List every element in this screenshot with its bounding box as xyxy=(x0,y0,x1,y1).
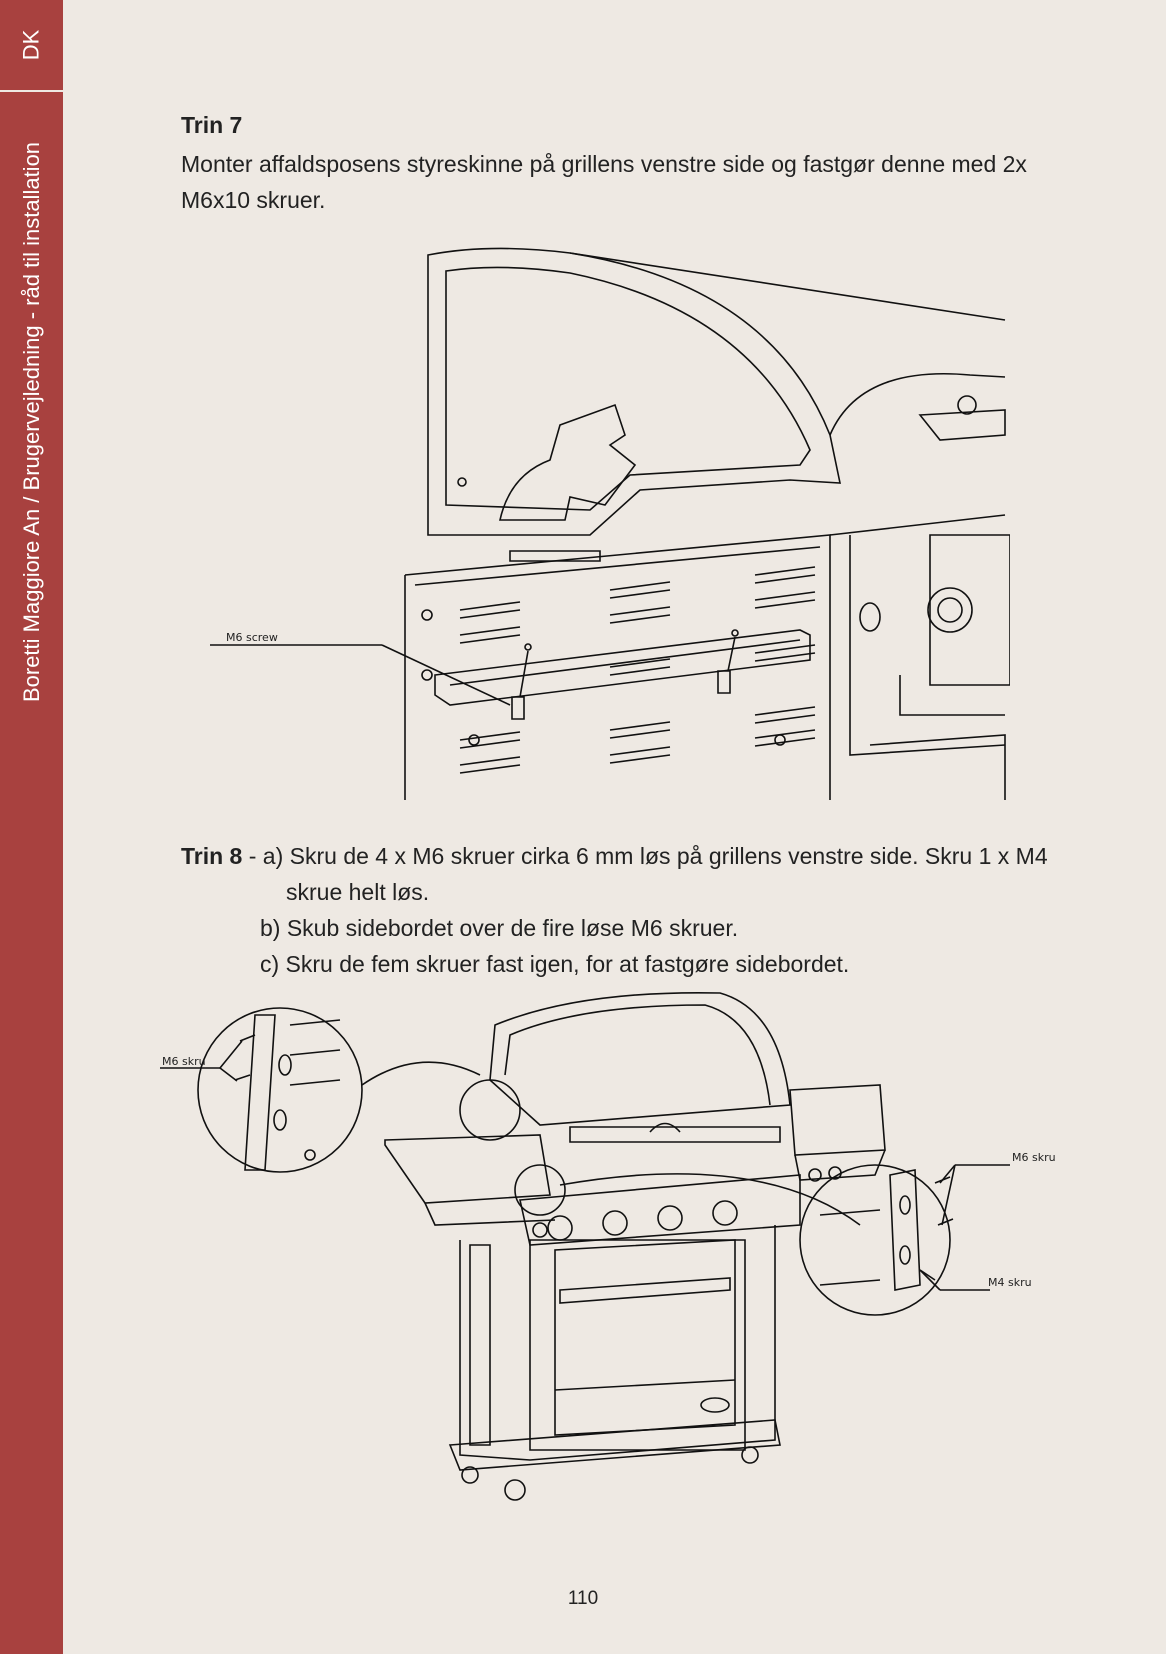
step8-callout-right-bottom: M4 skru xyxy=(988,1276,1032,1289)
step7-illustration: M6 screw xyxy=(210,235,1010,800)
step7-callout: M6 screw xyxy=(226,631,278,644)
step8-block: Trin 8 - a) Skru de 4 x M6 skruer cirka … xyxy=(181,838,1081,982)
step8-illustration: M6 skru M6 skru M4 skru xyxy=(160,985,1056,1505)
step8-callout-left: M6 skru xyxy=(162,1055,206,1068)
language-label: DK xyxy=(18,29,44,61)
language-tab: DK xyxy=(0,0,63,92)
step8-a-prefix: - a) xyxy=(242,843,290,869)
sidebar-title: Boretti Maggiore An / Brugervejledning -… xyxy=(18,141,44,703)
step8-a-line1: Skru de 4 x M6 skruer cirka 6 mm løs på … xyxy=(289,843,1048,869)
step8-a-line2: skrue helt løs. xyxy=(286,879,430,905)
sidebar: DK Boretti Maggiore An / Brugervejlednin… xyxy=(0,0,63,1654)
step8-c: c) Skru de fem skruer fast igen, for at … xyxy=(260,951,850,977)
step8-callout-right-top: M6 skru xyxy=(1012,1151,1056,1164)
step7-heading: Trin 7 xyxy=(181,112,243,138)
step8-b: b) Skub sidebordet over de fire løse M6 … xyxy=(260,915,739,941)
page-number: 110 xyxy=(567,1588,599,1609)
step7-text: Monter affaldsposens styreskinne på gril… xyxy=(181,151,1027,213)
step8-heading: Trin 8 xyxy=(181,843,243,869)
sidebar-title-box: Boretti Maggiore An / Brugervejledning -… xyxy=(0,92,63,752)
